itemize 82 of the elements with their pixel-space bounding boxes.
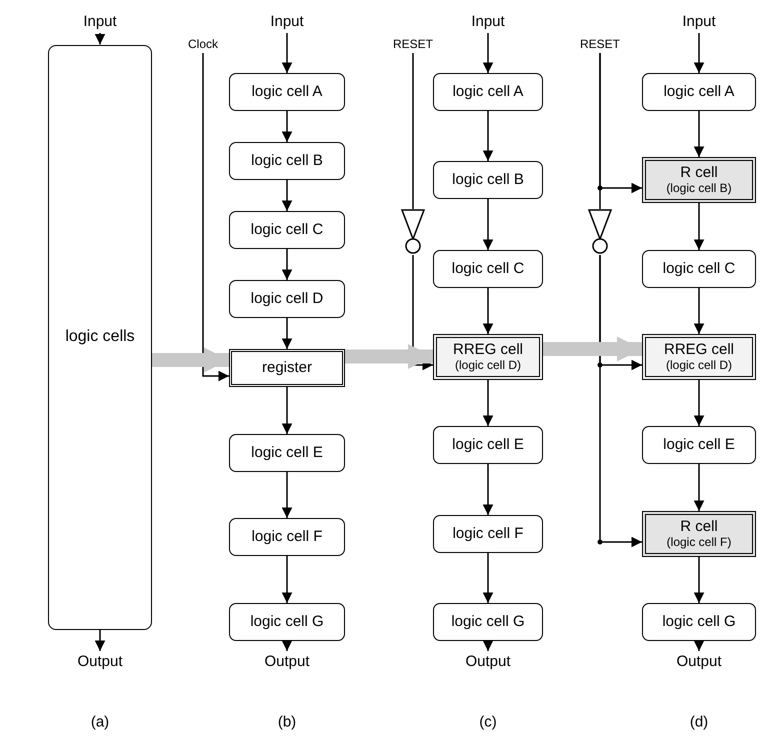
arrow — [482, 199, 494, 250]
arrow — [282, 472, 292, 518]
signal-label: RESET — [388, 37, 438, 53]
arrow — [282, 318, 292, 349]
signal-label: Input — [458, 11, 518, 33]
logic-cell: logic cell G — [642, 603, 756, 641]
panel-label: (d) — [690, 714, 708, 730]
arrow — [694, 288, 704, 334]
r-cell — [642, 157, 756, 203]
logic-cell: logic cell E — [229, 434, 345, 472]
arrow — [482, 380, 494, 426]
connector-line — [599, 53, 601, 209]
inverter-symbol — [588, 209, 612, 255]
cell-name: RREG cell — [664, 342, 734, 359]
arrow — [694, 640, 704, 651]
arrow — [482, 33, 494, 73]
logic-cell: logic cell D — [229, 280, 345, 318]
logic-cell: logic cell C — [229, 211, 345, 249]
arrow — [482, 111, 494, 161]
signal-label: RESET — [575, 37, 625, 53]
rreg-cell — [433, 334, 543, 380]
arrow — [282, 640, 292, 651]
register-cell: register — [229, 349, 345, 387]
arrow — [202, 53, 229, 382]
logic-cell: logic cell B — [433, 161, 543, 199]
cell-subtitle: (logic cell F) — [666, 536, 732, 549]
r-cell — [642, 511, 756, 557]
arrow — [282, 556, 292, 603]
signal-label: Input — [70, 11, 130, 33]
cell-name: R cell — [680, 165, 718, 182]
logic-cell: logic cell E — [433, 426, 543, 464]
signal-label: Output — [68, 651, 132, 673]
inverter-symbol — [401, 209, 425, 255]
signal-label: Output — [667, 651, 731, 673]
arrow — [694, 203, 704, 250]
arrow — [694, 380, 704, 426]
arrow — [282, 180, 292, 211]
logic-cells-block: logic cells — [48, 44, 152, 630]
arrow — [482, 464, 494, 515]
logic-cell: logic cell A — [642, 73, 756, 111]
cell-subtitle: (logic cell D) — [454, 358, 521, 372]
cell-subtitle: (logic cell D) — [666, 358, 732, 372]
block-arrow — [152, 347, 229, 373]
signal-label: Output — [456, 651, 520, 673]
arrow — [694, 557, 704, 603]
arrow — [694, 111, 704, 157]
rreg-cell — [642, 334, 756, 380]
connector-line — [412, 53, 414, 209]
arrow — [599, 255, 642, 548]
panel-label: (a) — [90, 714, 110, 730]
block-arrow — [345, 344, 433, 370]
arrow — [482, 288, 494, 334]
logic-cell: logic cell B — [229, 142, 345, 180]
logic-cell: logic cell G — [433, 603, 543, 641]
arrow — [94, 630, 106, 651]
panel-label: (c) — [479, 714, 497, 730]
signal-label: Output — [255, 651, 319, 673]
logic-cell: logic cell G — [229, 603, 345, 641]
arrow — [694, 464, 704, 511]
signal-label: Input — [669, 11, 729, 33]
logic-cell: logic cell A — [433, 73, 543, 111]
panel-label: (b) — [278, 714, 296, 730]
logic-cell: logic cell C — [433, 250, 543, 288]
logic-cell: logic cell E — [642, 426, 756, 464]
arrow — [282, 387, 292, 434]
arrow — [694, 33, 704, 73]
arrow — [282, 33, 292, 73]
logic-cell: logic cell A — [229, 73, 345, 111]
arrow — [482, 553, 494, 603]
cell-name: R cell — [680, 519, 718, 536]
logic-cell: logic cell F — [229, 518, 345, 556]
signal-label: Clock — [181, 37, 225, 53]
signal-label: Input — [257, 11, 317, 33]
cell-subtitle: (logic cell B) — [666, 182, 732, 195]
cell-name: RREG cell — [452, 342, 523, 359]
arrow — [282, 111, 292, 142]
arrow — [282, 249, 292, 280]
logic-cell: logic cell C — [642, 250, 756, 288]
block-arrow — [543, 336, 642, 362]
arrow — [482, 640, 494, 651]
logic-cell: logic cell F — [433, 515, 543, 553]
arrow — [94, 33, 106, 44]
